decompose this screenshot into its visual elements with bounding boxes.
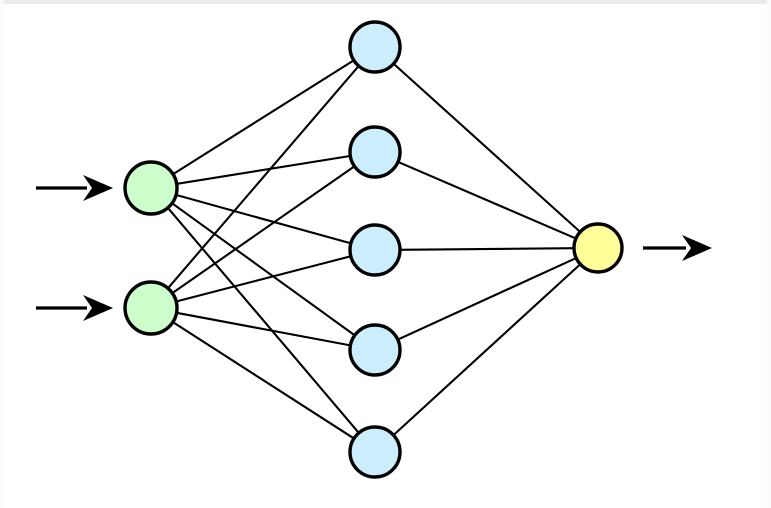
node-h4[interactable]: [348, 323, 402, 377]
input-arrow-bottom-head: [83, 295, 113, 321]
right-margin-band: [767, 0, 771, 508]
node-h5[interactable]: [348, 425, 402, 479]
input-layer: [123, 160, 179, 336]
edge-h2-o1: [395, 160, 579, 241]
edge-h4-o1: [394, 256, 580, 342]
edge-i2-h3: [173, 254, 354, 304]
nodes-group: [123, 20, 624, 479]
node-h2[interactable]: [348, 125, 402, 179]
node-h1[interactable]: [348, 20, 402, 74]
output-arrow: [643, 235, 712, 261]
edge-i2-h4: [173, 311, 354, 347]
edge-h3-o1: [396, 247, 578, 251]
input-arrow-top-head: [83, 175, 113, 201]
edge-i2-h2: [169, 164, 358, 296]
node-i2[interactable]: [123, 280, 179, 336]
top-band: [0, 0, 771, 4]
edge-h1-o1: [391, 61, 583, 235]
output-layer: [572, 222, 624, 274]
edge-h5-o1: [390, 261, 583, 438]
io-arrows-group: [36, 175, 712, 321]
node-o1[interactable]: [572, 222, 624, 274]
node-h3[interactable]: [348, 223, 402, 277]
input-arrow-top: [36, 175, 113, 201]
edge-i1-h1: [170, 58, 357, 177]
left-margin-band: [0, 0, 4, 508]
hidden-layer: [348, 20, 402, 479]
input-arrow-bottom: [36, 295, 113, 321]
edge-i1-h4: [169, 201, 358, 338]
edge-i1-h5: [165, 205, 362, 436]
edge-i2-h1: [165, 63, 362, 291]
edge-i1-h2: [173, 154, 354, 186]
edge-i2-h5: [170, 319, 357, 441]
edges-group: [165, 58, 583, 441]
output-arrow-head: [682, 235, 712, 261]
edge-i1-h3: [173, 193, 354, 245]
node-i1[interactable]: [123, 160, 179, 216]
